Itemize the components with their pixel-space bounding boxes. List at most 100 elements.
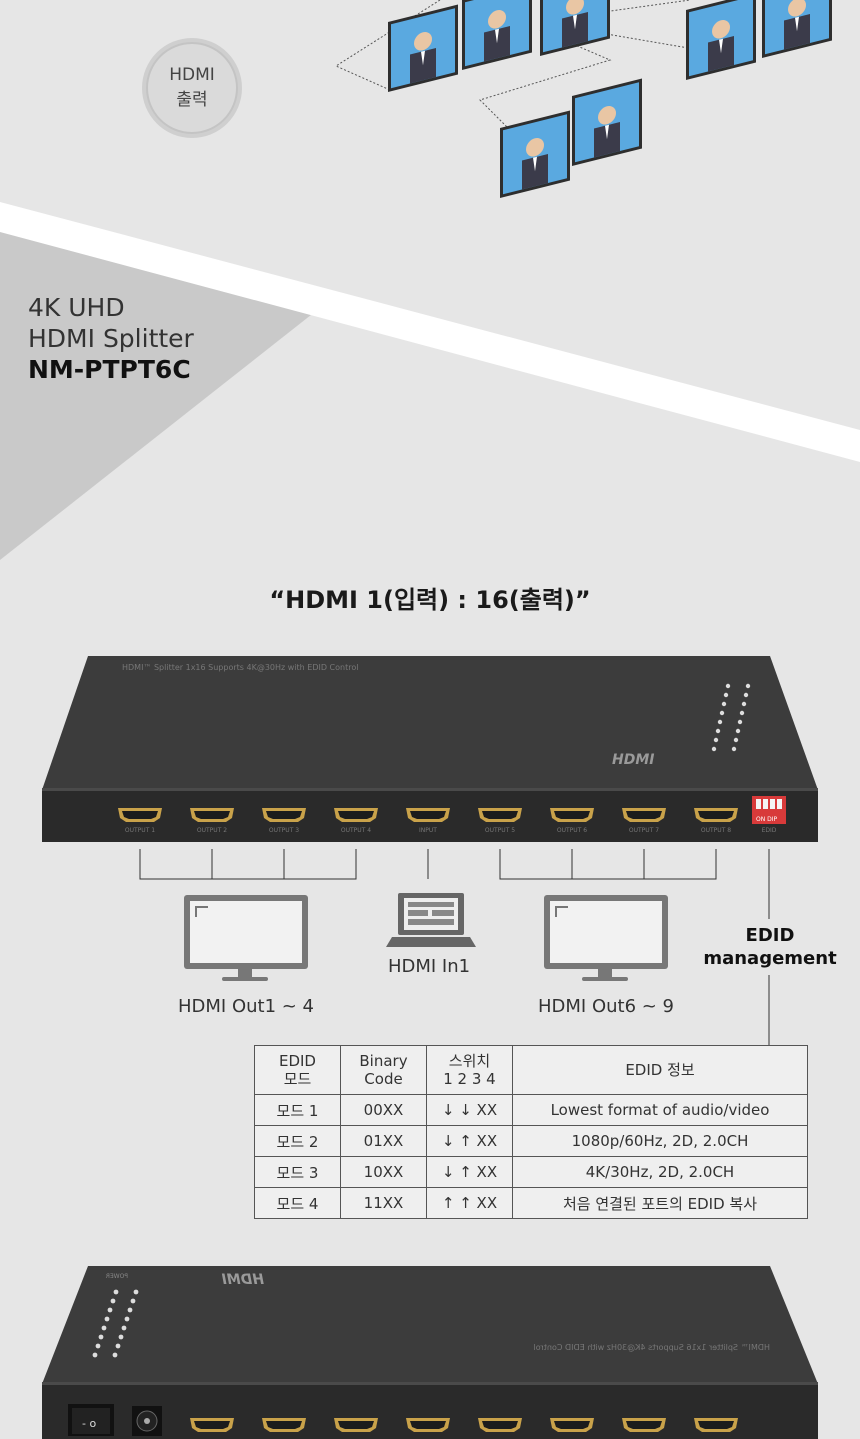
- monitor-icon: [762, 0, 832, 58]
- hdmi-port[interactable]: [694, 1418, 738, 1432]
- cell-binary: 11XX: [340, 1187, 427, 1219]
- monitor-icon: [462, 0, 532, 70]
- edid-label-line1: EDID: [745, 925, 795, 946]
- cell-switch: ↓ ↑ XX: [426, 1125, 513, 1157]
- monitor-icon: [388, 4, 458, 92]
- port-label: OUTPUT 1: [125, 827, 155, 834]
- led-icon: [112, 1352, 118, 1358]
- cell-mode: 모드 2: [254, 1125, 341, 1157]
- connection-diagram: [139, 849, 770, 1045]
- led-icon: [713, 737, 719, 743]
- device-silkscreen: HDMI™ Splitter 1x16 Supports 4K@30Hz wit…: [122, 663, 358, 672]
- dip-label: ON DIP: [756, 816, 778, 823]
- led-icon: [104, 1316, 110, 1322]
- table-row: 모드 4 11XX ↑ ↑ XX 처음 연결된 포트의 EDID 복사: [254, 1187, 808, 1219]
- table-row: 모드 2 01XX ↓ ↑ XX 1080p/60Hz, 2D, 2.0CH: [254, 1125, 808, 1157]
- cell-binary: 10XX: [340, 1156, 427, 1188]
- led-icon: [733, 737, 739, 743]
- port-label: OUTPUT 8: [701, 827, 731, 834]
- hdmi-port[interactable]: [406, 1418, 450, 1432]
- hdmi-port[interactable]: [334, 1418, 378, 1432]
- hdmi-port[interactable]: [262, 1418, 306, 1432]
- led-icon: [719, 710, 725, 716]
- hdmi-port[interactable]: [190, 1418, 234, 1432]
- led-icon: [741, 701, 747, 707]
- label-edid-management: EDID management: [690, 924, 850, 970]
- hdmi-port[interactable]: OUTPUT 3: [262, 808, 306, 834]
- rear-silkscreen: HDMI™ Splitter 1x16 Supports 4K@30Hz wit…: [534, 1343, 770, 1352]
- label-hdmi-out-left: HDMI Out1 ~ 4: [177, 996, 315, 1017]
- led-icon: [133, 1289, 139, 1295]
- laptop-icon: [386, 893, 476, 947]
- cell-switch: ↓ ↑ XX: [426, 1156, 513, 1188]
- port-label: OUTPUT 4: [341, 827, 371, 834]
- monitor-icon: [500, 110, 570, 198]
- splitter-front-device: HDMI™ Splitter 1x16 Supports 4K@30Hz wit…: [42, 656, 818, 842]
- monitor-icon: [572, 78, 642, 166]
- splitter-rear-device: HDMI HDMI™ Splitter 1x16 Supports 4K@30H…: [42, 1266, 818, 1439]
- led-icon: [130, 1298, 136, 1304]
- dc-power-jack[interactable]: [132, 1406, 162, 1436]
- led-icon: [121, 1325, 127, 1331]
- rear-port-row: [190, 1418, 738, 1432]
- port-label: OUTPUT 6: [557, 827, 587, 834]
- dip-switch[interactable]: ON DIP: [752, 796, 786, 824]
- led-icon: [739, 710, 745, 716]
- hero-section: HDMI 출력 4K UHD HDMI Splitter NM-PTPT6C: [0, 0, 860, 560]
- led-icon: [107, 1307, 113, 1313]
- hdmi-port[interactable]: INPUT: [406, 808, 450, 834]
- port-label: INPUT: [419, 827, 437, 834]
- cell-switch: ↑ ↑ XX: [426, 1187, 513, 1219]
- hdmi-output-badge: HDMI 출력: [142, 38, 242, 138]
- led-indicators: [711, 683, 751, 752]
- table-row: 모드 3 10XX ↓ ↑ XX 4K/30Hz, 2D, 2.0CH: [254, 1156, 808, 1188]
- hdmi-port[interactable]: [478, 1418, 522, 1432]
- port-label: OUTPUT 7: [629, 827, 659, 834]
- cell-mode: 모드 4: [254, 1187, 341, 1219]
- monitor-right-icon: [544, 895, 668, 981]
- hdmi-port[interactable]: OUTPUT 8: [694, 808, 738, 834]
- svg-text:- o: - o: [82, 1417, 96, 1430]
- monitors-illustration: [388, 0, 832, 198]
- hdmi-port[interactable]: OUTPUT 5: [478, 808, 522, 834]
- port-label: EDID: [762, 827, 777, 834]
- led-icon: [725, 683, 731, 689]
- monitor-left-icon: [184, 895, 308, 981]
- led-icon: [118, 1334, 124, 1340]
- cell-info: Lowest format of audio/video: [512, 1094, 808, 1126]
- cell-mode: 모드 3: [254, 1156, 341, 1188]
- led-icon: [101, 1325, 107, 1331]
- port-row: OUTPUT 1 OUTPUT 2 OUTPUT 3 OUTPUT 4 INPUT OUT…: [118, 808, 777, 834]
- led-icon: [717, 719, 723, 725]
- led-icon: [745, 683, 751, 689]
- edid-label-line2: management: [703, 948, 837, 969]
- led-icon: [731, 746, 737, 752]
- led-icon: [735, 728, 741, 734]
- cell-switch: ↓ ↓ XX: [426, 1094, 513, 1126]
- led-icon: [127, 1307, 133, 1313]
- monitor-icon: [686, 0, 756, 80]
- hdmi-port[interactable]: OUTPUT 7: [622, 808, 666, 834]
- cell-mode: 모드 1: [254, 1094, 341, 1126]
- led-icon: [711, 746, 717, 752]
- cell-binary: 01XX: [340, 1125, 427, 1157]
- product-model: NM-PTPT6C: [28, 355, 191, 384]
- led-icon: [115, 1343, 121, 1349]
- cell-binary: 00XX: [340, 1094, 427, 1126]
- led-icon: [737, 719, 743, 725]
- hdmi-port[interactable]: OUTPUT 4: [334, 808, 378, 834]
- header-edid-info: EDID 정보: [512, 1045, 808, 1095]
- led-icon: [715, 728, 721, 734]
- badge-line2: 출력: [176, 90, 208, 110]
- power-switch[interactable]: - o: [68, 1404, 114, 1436]
- led-icon: [110, 1298, 116, 1304]
- hdmi-port[interactable]: OUTPUT 2: [190, 808, 234, 834]
- hdmi-port[interactable]: OUTPUT 1: [118, 808, 162, 834]
- hdmi-port[interactable]: OUTPUT 6: [550, 808, 594, 834]
- hdmi-port[interactable]: [550, 1418, 594, 1432]
- label-hdmi-out-right: HDMI Out6 ~ 9: [537, 996, 675, 1017]
- hdmi-port[interactable]: [622, 1418, 666, 1432]
